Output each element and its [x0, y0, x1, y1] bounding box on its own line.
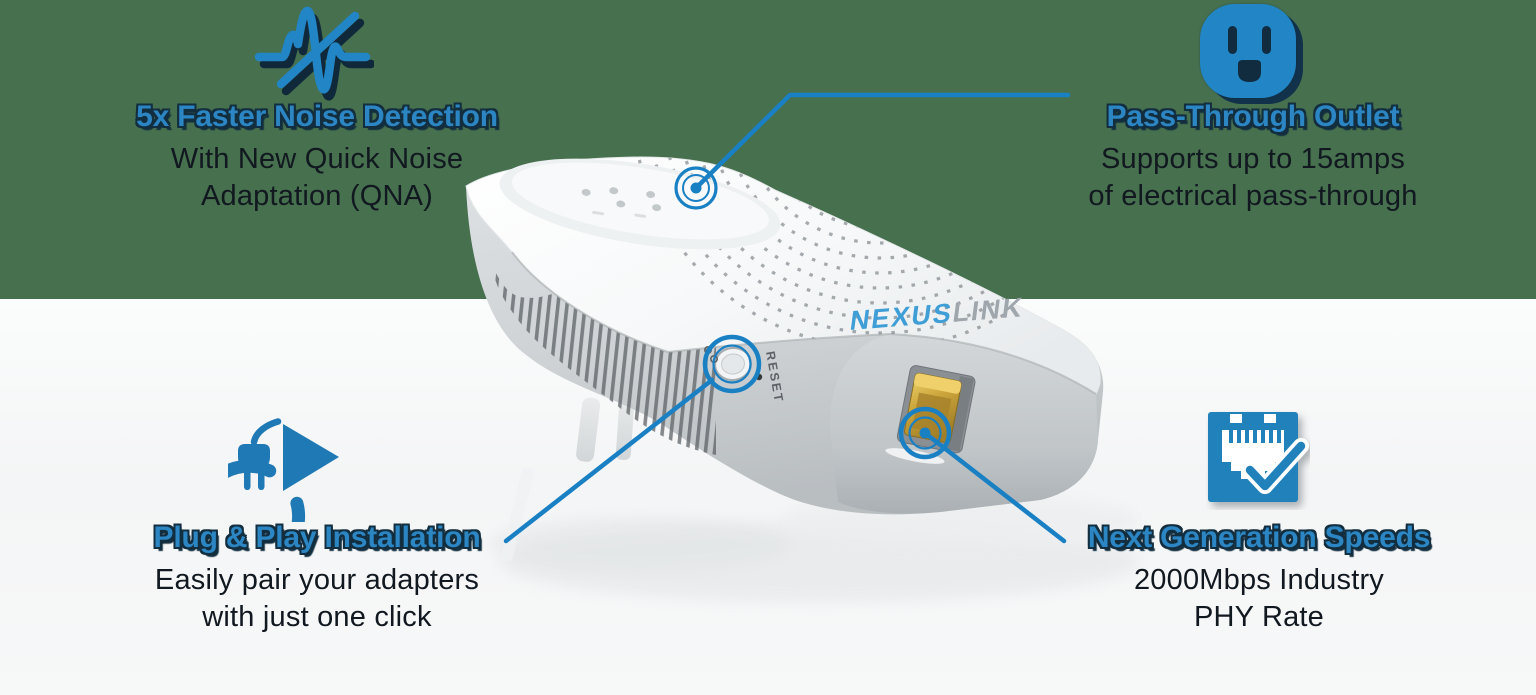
ethernet-port [896, 365, 976, 454]
callout-line-speed [922, 430, 1067, 544]
powerline-adapter-device: NEXUSLINK RESET [465, 156, 1104, 515]
led-hole [609, 187, 619, 195]
plug-play-icon [228, 418, 339, 522]
led-hole [616, 200, 626, 208]
noise-waveform-icon [254, 6, 374, 101]
callout-ring-pair-button [702, 334, 762, 394]
device-reflection [490, 494, 1140, 602]
feature-subtitle: With New Quick Noise Adaptation (QNA) [170, 143, 464, 212]
power-outlet-icon [1200, 4, 1303, 104]
callouts [503, 92, 1071, 544]
callout-ring-ethernet [898, 406, 952, 460]
feature-subtitle: 2000Mbps Industry PHY Rate [1133, 564, 1385, 633]
feature-title: Next Generation Speeds [1087, 521, 1431, 554]
led-hole [652, 204, 662, 212]
plug-glyph [238, 444, 270, 490]
ethernet-check-icon [1208, 412, 1309, 502]
speaker-vent-holes [630, 157, 1101, 350]
pair-button [714, 346, 752, 382]
rim-seam [511, 251, 1097, 395]
led-hole [581, 189, 591, 196]
feature-subtitle: Supports up to 15amps of electrical pass… [1088, 143, 1418, 212]
feature-plug-and-play: Plug & Play Installation Easily pair you… [87, 521, 547, 636]
brand-logo-secondary: LINK [951, 291, 1026, 328]
led-hole [646, 191, 656, 198]
feature-next-gen-speeds: Next Generation Speeds 2000Mbps Industry… [1029, 521, 1489, 636]
feature-title: 5x Faster Noise Detection [136, 100, 498, 133]
callout-ring-led [674, 166, 718, 210]
feature-noise-detection: 5x Faster Noise Detection With New Quick… [87, 100, 547, 215]
feature-subtitle: Easily pair your adapters with just one … [154, 564, 480, 633]
feature-title: Pass-Through Outlet [1106, 100, 1400, 133]
feature-pass-through-outlet: Pass-Through Outlet Supports up to 15amp… [1023, 100, 1483, 215]
feature-title: Plug & Play Installation [153, 521, 481, 554]
vent-ribs [492, 265, 716, 455]
callout-line-outlet [693, 92, 1071, 191]
callout-line-plugplay [503, 377, 715, 544]
